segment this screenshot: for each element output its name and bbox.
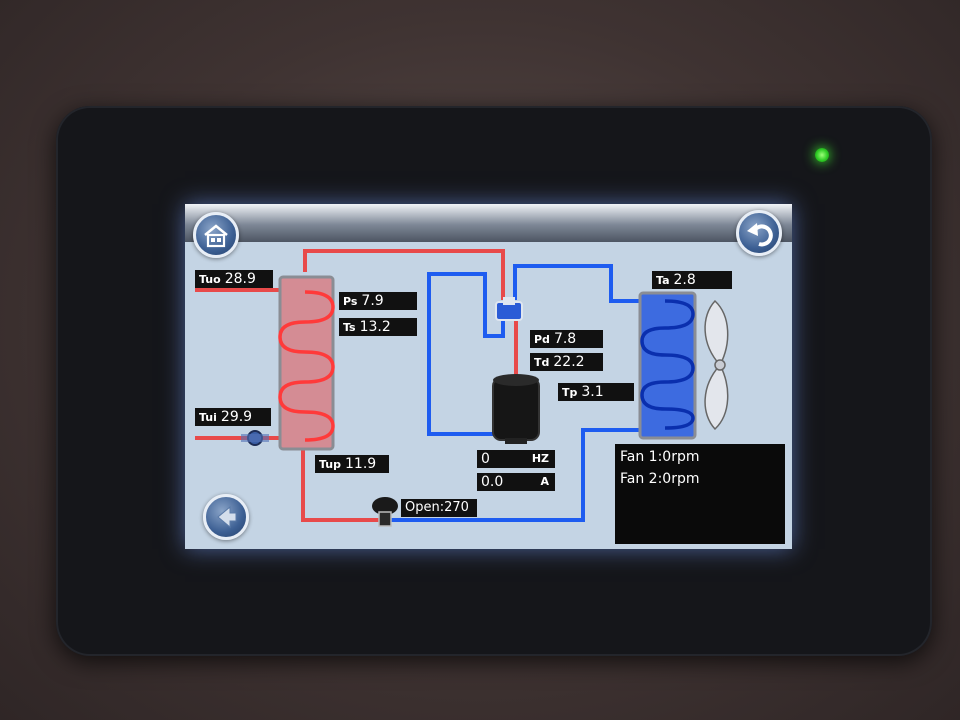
sensor-pd-label: Pd — [534, 333, 550, 346]
sensor-tuo-value: 28.9 — [224, 271, 256, 287]
fan-2-speed: Fan 2:0rpm — [620, 471, 700, 487]
evap-bottom-pipe — [385, 428, 644, 522]
sensor-ps-value: 7.9 — [361, 293, 384, 309]
sensor-ps-label: Ps — [343, 295, 358, 308]
sensor-tup: Tup 11.9 — [315, 455, 389, 473]
sensor-tuo-label: Tuo — [199, 273, 221, 286]
back-button[interactable] — [736, 210, 782, 256]
compressor-current-value: 0.0 — [481, 474, 504, 490]
suction-loop — [427, 272, 505, 436]
home-button[interactable] — [193, 212, 239, 258]
compressor-frequency: 0 HZ — [477, 450, 555, 468]
refrigerant-diagram — [195, 249, 729, 527]
condenser-exchanger — [278, 275, 335, 451]
cold-pipes — [385, 264, 644, 522]
fan-propeller-icon — [704, 299, 729, 431]
fan-info-panel: Fan 1:0rpm Fan 2:0rpm — [615, 444, 785, 544]
power-led-icon — [815, 148, 829, 162]
sensor-tui-value: 29.9 — [220, 409, 253, 425]
sensor-tp-label: Tp — [562, 386, 578, 399]
sensor-tup-value: 11.9 — [345, 456, 377, 472]
sensor-td-value: 22.2 — [553, 354, 585, 370]
sensor-ts-label: Ts — [343, 321, 356, 334]
fan-1-speed: Fan 1:0rpm — [620, 449, 700, 465]
compressor-frequency-value: 0 — [481, 451, 490, 467]
sensor-tup-label: Tup — [319, 458, 341, 471]
top-bar — [185, 204, 792, 242]
back-arrow-icon — [747, 223, 773, 247]
prev-page-button[interactable] — [203, 494, 249, 540]
sensor-ts-value: 13.2 — [359, 319, 391, 335]
sensor-ta-value: 2.8 — [673, 272, 696, 288]
evaporator-coil — [638, 291, 697, 440]
sensor-tui-label: Tui — [199, 411, 217, 424]
compressor-icon — [492, 374, 540, 444]
sensor-pd-value: 7.8 — [553, 331, 577, 347]
sensor-ta-label: Ta — [656, 274, 670, 287]
expansion-valve-icon — [372, 497, 398, 527]
compressor-frequency-unit: HZ — [531, 452, 549, 465]
compressor-current: 0.0 A — [477, 473, 555, 491]
compressor-current-unit: A — [540, 475, 549, 488]
sensor-td-label: Td — [534, 356, 550, 369]
evap-top-pipe — [513, 264, 642, 303]
hot-pipe-down — [301, 448, 383, 522]
water-pump-icon — [241, 430, 269, 446]
four-way-valve-icon — [495, 297, 523, 321]
hot-pipe-top — [303, 249, 505, 300]
left-arrow-icon — [217, 505, 237, 529]
sensor-tp-value: 3.1 — [581, 384, 604, 400]
expansion-valve-opening: Open:270 — [401, 499, 477, 517]
home-icon — [204, 224, 228, 248]
